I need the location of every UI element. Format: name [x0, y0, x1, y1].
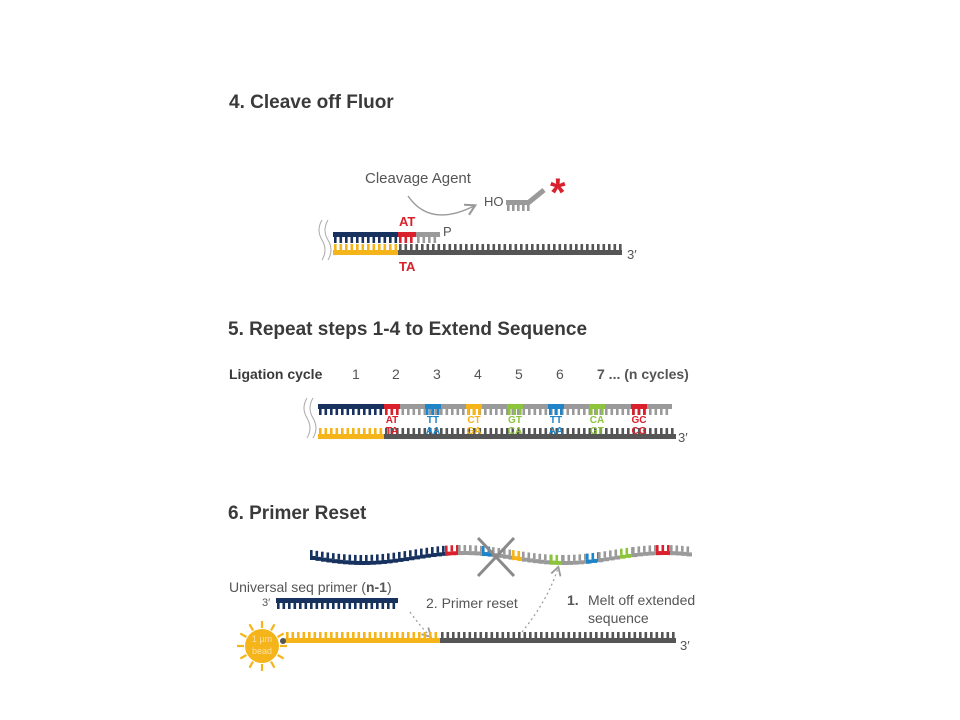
primer-reset-label: 2. Primer reset	[426, 595, 518, 611]
fluor-star-icon: *	[550, 171, 566, 215]
melt-label-number: 1.	[567, 592, 579, 608]
strand-break-mark	[309, 397, 317, 439]
step4-title: 4. Cleave off Fluor	[229, 92, 394, 113]
step4-figure: AT TA P 3′ Cleavage Agent HO *	[318, 170, 637, 274]
template-strand-yellow	[333, 244, 398, 255]
strand-break-mark	[324, 219, 332, 261]
primer-three-prime-label: 3′	[262, 597, 270, 609]
top-pair-label: TT	[550, 415, 562, 426]
bottom-pair-label: TA	[399, 259, 416, 274]
bottom-pair-label: CG	[632, 426, 647, 437]
bead-icon: 1 µm bead	[237, 621, 287, 671]
bottom-pair-label: CA	[508, 426, 522, 437]
melt-arrow	[521, 565, 562, 633]
template-strand	[318, 428, 676, 439]
universal-primer-strand	[276, 598, 398, 609]
bead-label-line1: 1 µm	[252, 634, 272, 644]
melted-extended-strand	[310, 545, 692, 565]
step5-figure: Ligation cycle 1 2 3 4 5 6 7 ... (n cycles) AT…	[229, 366, 689, 445]
primer-strand-navy	[333, 232, 398, 243]
template-strand-gray	[398, 244, 622, 255]
cycle-number: 4	[474, 366, 482, 382]
probe-base-pair-red	[398, 232, 416, 243]
primer-label: Universal seq primer (n-1)	[229, 579, 392, 595]
cycle-number: 3	[433, 366, 441, 382]
bead-label-line2: bead	[252, 646, 272, 656]
ligation-cycle-label: Ligation cycle	[229, 366, 323, 382]
extended-strand	[318, 404, 672, 415]
cross-icon	[476, 536, 516, 578]
step6-figure: Universal seq primer (n-1) 3′ 2. Primer …	[229, 536, 695, 671]
probe-remainder-gray	[416, 232, 440, 243]
cycle-number: 5	[515, 366, 523, 382]
cycle-number: 6	[556, 366, 564, 382]
cleavage-arrow	[407, 195, 478, 216]
top-pair-label: CT	[467, 415, 480, 426]
cycle-number: 1	[352, 366, 360, 382]
primer-reset-arrow	[409, 611, 433, 639]
bottom-pair-label: AA	[426, 426, 440, 437]
top-pair-label: CA	[590, 415, 604, 426]
strand-break-mark	[303, 397, 311, 439]
bead-template-strand	[280, 632, 676, 644]
cleavage-agent-label: Cleavage Agent	[365, 170, 472, 187]
cycle-number: 2	[392, 366, 400, 382]
cleaved-fragment	[506, 188, 546, 211]
top-pair-label: TT	[427, 415, 439, 426]
top-pair-label: GC	[632, 415, 647, 426]
step6-title: 6. Primer Reset	[228, 503, 367, 524]
melt-label-line2: sequence	[588, 610, 649, 626]
top-pair-label: AT	[386, 415, 399, 426]
hydroxyl-label: HO	[484, 194, 504, 209]
three-prime-label: 3′	[627, 247, 637, 262]
bottom-pair-label: GT	[590, 426, 604, 437]
top-pair-label: AT	[399, 214, 415, 229]
strand-break-mark	[318, 219, 326, 261]
bottom-pair-label: AA	[549, 426, 563, 437]
phosphate-label: P	[443, 224, 452, 239]
step5-title: 5. Repeat steps 1-4 to Extend Sequence	[228, 319, 588, 340]
melt-label-line1: Melt off extended	[588, 592, 695, 608]
cycle-numbers: 1 2 3 4 5 6 7 ... (n cycles)	[352, 366, 689, 382]
bottom-pair-label: GA	[467, 426, 482, 437]
cycle-number: 7 ... (n cycles)	[597, 366, 689, 382]
three-prime-label: 3′	[680, 638, 690, 653]
three-prime-label: 3′	[678, 430, 688, 445]
top-pair-label: GT	[508, 415, 522, 426]
bottom-pair-label: TA	[386, 426, 399, 437]
